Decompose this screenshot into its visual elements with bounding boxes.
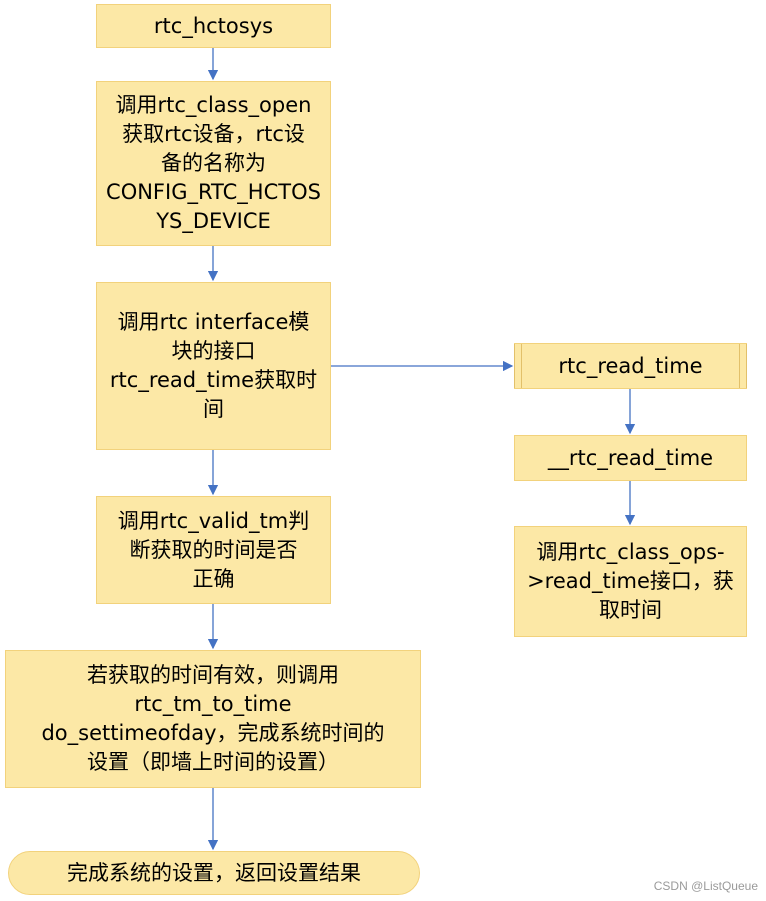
node-settimeofday: 若获取的时间有效，则调用 rtc_tm_to_time do_settimeof… bbox=[5, 650, 421, 788]
node-__rtc-read-time: __rtc_read_time bbox=[514, 435, 747, 481]
node-rtc-read-time-label: rtc_read_time bbox=[558, 353, 703, 378]
node-interface-read: 调用rtc interface模 块的接口 rtc_read_time获取时 间 bbox=[96, 282, 331, 450]
node-rtc-hctosys: rtc_hctosys bbox=[96, 4, 331, 48]
node-valid-tm: 调用rtc_valid_tm判 断获取的时间是否 正确 bbox=[96, 496, 331, 604]
node-class-ops-read-label: 调用rtc_class_ops- >read_time接口，获 取时间 bbox=[527, 540, 734, 622]
node-class-ops-read: 调用rtc_class_ops- >read_time接口，获 取时间 bbox=[514, 526, 747, 637]
node-settimeofday-label: 若获取的时间有效，则调用 rtc_tm_to_time do_settimeof… bbox=[41, 663, 385, 774]
node-done-label: 完成系统的设置，返回设置结果 bbox=[67, 860, 361, 885]
node-interface-read-label: 调用rtc interface模 块的接口 rtc_read_time获取时 间 bbox=[109, 310, 318, 421]
node-valid-tm-label: 调用rtc_valid_tm判 断获取的时间是否 正确 bbox=[117, 508, 310, 591]
node-rtc-read-time: rtc_read_time bbox=[514, 343, 747, 389]
node-done: 完成系统的设置，返回设置结果 bbox=[8, 851, 420, 895]
node-rtc-hctosys-label: rtc_hctosys bbox=[153, 13, 274, 38]
node-rtc-class-open: 调用rtc_class_open 获取rtc设备，rtc设 备的名称为 CONF… bbox=[96, 81, 331, 246]
watermark: CSDN @ListQueue bbox=[653, 879, 758, 893]
node-__rtc-read-time-label: __rtc_read_time bbox=[547, 445, 714, 470]
node-rtc-class-open-label: 调用rtc_class_open 获取rtc设备，rtc设 备的名称为 CONF… bbox=[106, 93, 321, 233]
